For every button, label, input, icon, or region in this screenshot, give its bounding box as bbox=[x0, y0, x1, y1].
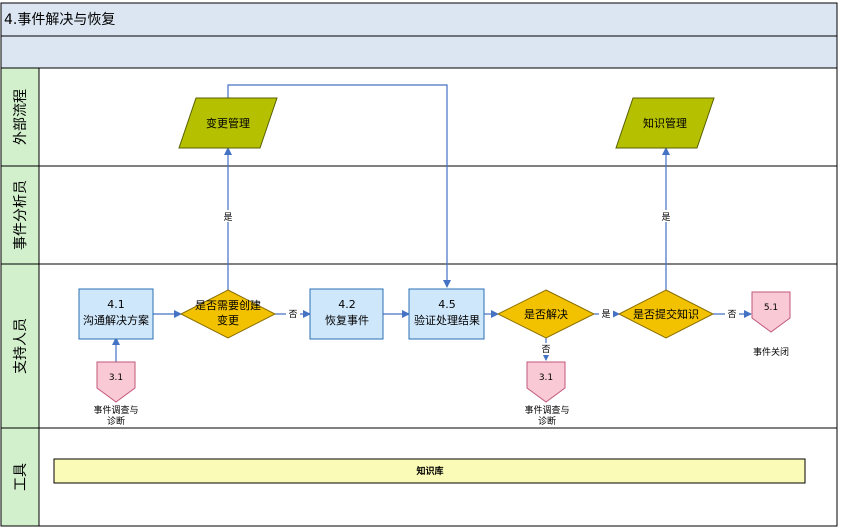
process-4-1-label: 沟通解决方案 bbox=[83, 313, 149, 327]
page-title: 4.事件解决与恢复 bbox=[4, 11, 115, 28]
ref-3-1-left-line2: 诊断 bbox=[107, 415, 125, 427]
edge-label-no-knowledge: 否 bbox=[727, 309, 736, 320]
lane-label-support-bg bbox=[0, 263, 40, 429]
ref-5-1-number: 5.1 bbox=[764, 303, 778, 313]
process-4-5-label: 验证处理结果 bbox=[414, 313, 480, 327]
process-4-2-label: 恢复事件 bbox=[325, 313, 369, 327]
decision-resolved[interactable]: 是否解决 bbox=[496, 289, 596, 339]
ref-3-1-mid-number: 3.1 bbox=[539, 373, 553, 383]
ref-3-1-mid-line2: 诊断 bbox=[538, 415, 556, 427]
edge-change-to-45 bbox=[227, 84, 451, 288]
process-4-1-number: 4.1 bbox=[107, 298, 125, 311]
process-4-1[interactable]: 4.1 沟通解决方案 bbox=[78, 288, 154, 340]
subtitle-bar bbox=[0, 35, 838, 69]
decision-submit-knowledge[interactable]: 是否提交知识 bbox=[617, 289, 715, 339]
decision-submit-knowledge-label: 是否提交知识 bbox=[633, 307, 699, 321]
edge-label-no-resolved: 否 bbox=[541, 344, 550, 355]
knowledge-management-label: 知识管理 bbox=[643, 116, 687, 130]
lane-label-support: 支持人员 bbox=[13, 318, 29, 374]
lane-label-tools: 工具 bbox=[13, 463, 29, 491]
decision-create-change[interactable]: 是否需要创建 变更 bbox=[179, 289, 277, 339]
knowledge-base-label: 知识库 bbox=[415, 465, 443, 477]
lane-label-analyst: 事件分析员 bbox=[13, 180, 29, 250]
process-4-2[interactable]: 4.2 恢复事件 bbox=[309, 288, 384, 340]
change-management-node[interactable]: 变更管理 bbox=[178, 97, 278, 149]
knowledge-base-bar[interactable]: 知识库 bbox=[53, 458, 806, 484]
decision-create-change-line1: 是否需要创建 bbox=[195, 298, 261, 312]
ref-3-1-mid-line1: 事件调查与 bbox=[524, 404, 569, 416]
lane-label-external: 外部流程 bbox=[13, 89, 29, 145]
ref-5-1[interactable]: 5.1 事件关闭 bbox=[751, 291, 791, 358]
decision-create-change-line2: 变更 bbox=[217, 313, 239, 327]
lane-label-tools-bg bbox=[0, 427, 40, 527]
edge-label-yes-knowledge: 是 bbox=[661, 212, 670, 223]
change-management-label: 变更管理 bbox=[206, 116, 250, 130]
process-4-2-number: 4.2 bbox=[338, 298, 356, 311]
process-4-5[interactable]: 4.5 验证处理结果 bbox=[408, 288, 485, 340]
ref-5-1-caption: 事件关闭 bbox=[753, 346, 789, 358]
ref-3-1-left-line1: 事件调查与 bbox=[93, 404, 138, 416]
lane-label-analyst-bg bbox=[0, 165, 40, 265]
ref-3-1-mid[interactable]: 3.1 事件调查与 诊断 bbox=[524, 361, 570, 427]
edge-label-no-change: 否 bbox=[288, 309, 297, 320]
title-bar bbox=[0, 2, 838, 37]
edge-label-yes-change: 是 bbox=[223, 212, 232, 223]
edge-label-yes-resolved: 是 bbox=[601, 309, 610, 320]
process-4-5-number: 4.5 bbox=[438, 298, 456, 311]
ref-3-1-left[interactable]: 3.1 事件调查与 诊断 bbox=[93, 361, 139, 427]
ref-3-1-left-number: 3.1 bbox=[109, 373, 123, 383]
knowledge-management-node[interactable]: 知识管理 bbox=[615, 97, 715, 149]
decision-resolved-label: 是否解决 bbox=[524, 307, 568, 321]
